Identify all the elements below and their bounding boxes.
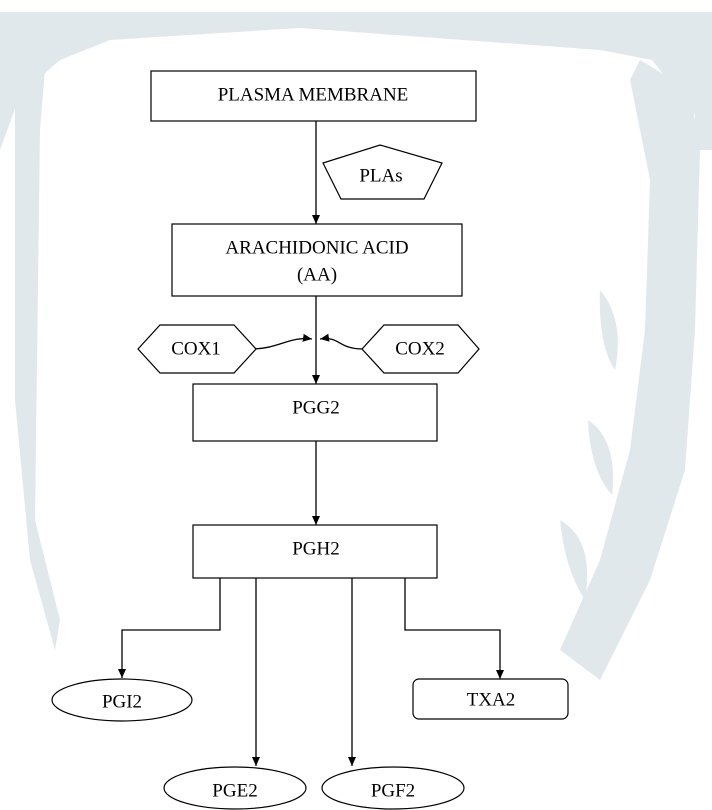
- node-txa2: TXA2: [412, 678, 569, 720]
- watermark-top-edge: [0, 0, 712, 12]
- watermark-leaf-1: [599, 290, 618, 370]
- node-pge2-label: PGE2: [212, 780, 257, 801]
- node-plasma-membrane: PLASMA MEMBRANE: [150, 70, 477, 122]
- node-aa-label: (AA): [297, 264, 337, 285]
- node-cox2-label: COX2: [395, 338, 445, 359]
- watermark-leaf-3: [560, 520, 588, 600]
- node-txa2-label: TXA2: [467, 689, 516, 710]
- node-pgf2: PGF2: [321, 766, 465, 810]
- node-cox1: COX1: [137, 324, 257, 374]
- node-pgf2-label: PGF2: [371, 780, 415, 801]
- edge-cox1-to-aa-pgg2: [251, 333, 313, 350]
- edge-cox2-to-aa-pgg2: [319, 333, 364, 350]
- node-plasma-membrane-label: PLASMA MEMBRANE: [218, 84, 409, 105]
- node-pgh2-label: PGH2: [292, 538, 340, 559]
- node-arachidonic-acid: ARACHIDONIC ACID (AA): [171, 223, 463, 297]
- node-plas-label: PLAs: [359, 165, 402, 186]
- edges: [118, 121, 504, 766]
- node-cox1-label: COX1: [171, 338, 221, 359]
- node-cox2: COX2: [361, 324, 480, 374]
- node-plas: PLAs: [322, 144, 443, 200]
- node-pgg2: PGG2: [192, 383, 438, 442]
- watermark-shield-right: [560, 60, 700, 680]
- node-pge2: PGE2: [163, 766, 307, 810]
- watermark-leaf-2: [588, 420, 613, 495]
- node-pgi2: PGI2: [51, 678, 193, 722]
- watermark-shield-left: [15, 70, 60, 650]
- edge-pgh2-to-txa2: [404, 578, 504, 679]
- node-pgg2-label: PGG2: [292, 397, 340, 418]
- edge-pgh2-to-pgi2: [118, 578, 221, 678]
- watermark-shield-top: [0, 0, 712, 150]
- node-arachidonic-acid-label: ARACHIDONIC ACID: [225, 237, 408, 258]
- node-pgi2-label: PGI2: [102, 691, 142, 712]
- node-pgh2: PGH2: [192, 524, 438, 579]
